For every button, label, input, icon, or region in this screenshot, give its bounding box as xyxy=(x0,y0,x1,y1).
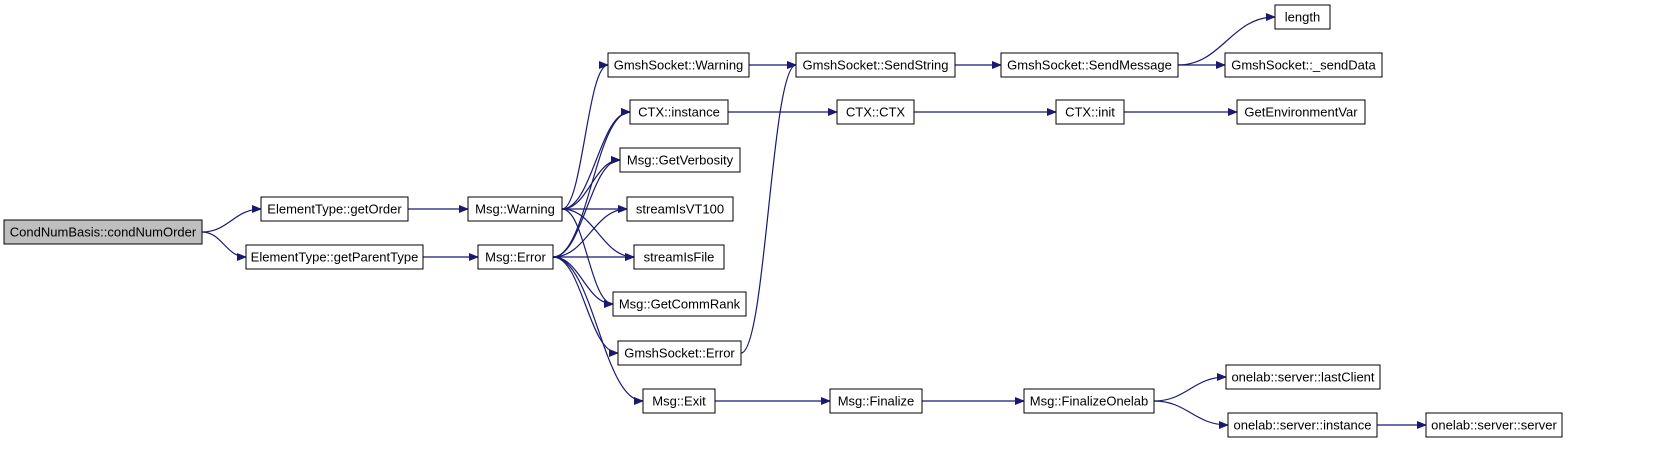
node-box xyxy=(3,219,203,245)
node-box xyxy=(477,244,554,270)
edge-condNumOrder-to-getParentType xyxy=(201,231,247,261)
edges-layer xyxy=(201,13,1427,429)
node-label: onelab::server::instance xyxy=(1233,418,1371,433)
node-box xyxy=(1227,412,1378,438)
node-box xyxy=(633,244,725,270)
edge-condNumOrder-to-getOrder xyxy=(201,205,262,233)
node-gsWarning[interactable]: GmshSocket::Warning xyxy=(607,52,750,78)
node-box xyxy=(1224,52,1383,78)
node-olServer[interactable]: onelab::server::server xyxy=(1425,412,1563,438)
node-box xyxy=(629,99,729,125)
node-ctxInit[interactable]: CTX::init xyxy=(1055,99,1125,125)
node-label: Msg::Exit xyxy=(652,394,706,409)
node-box xyxy=(836,99,915,125)
node-vt100[interactable]: streamIsVT100 xyxy=(626,196,734,222)
node-box xyxy=(795,52,956,78)
edge-msgError-to-vt100 xyxy=(552,205,628,258)
edge-msgError-to-ctxInstance xyxy=(552,108,631,258)
node-box xyxy=(626,196,734,222)
node-box xyxy=(607,52,750,78)
node-label: CTX::CTX xyxy=(846,105,906,120)
node-label: CondNumBasis::condNumOrder xyxy=(10,225,197,240)
node-label: Msg::GetCommRank xyxy=(619,297,741,312)
node-box xyxy=(612,291,747,317)
edge-finalizeOnelab-to-olInstance xyxy=(1153,400,1229,429)
node-olInstance[interactable]: onelab::server::instance xyxy=(1227,412,1378,438)
node-label: Msg::GetVerbosity xyxy=(627,153,734,168)
node-label: Msg::Finalize xyxy=(838,394,915,409)
node-getEnv[interactable]: GetEnvironmentVar xyxy=(1236,99,1366,125)
node-label: CTX::instance xyxy=(638,105,720,120)
node-label: Msg::Warning xyxy=(475,202,555,217)
node-label: GmshSocket::Warning xyxy=(614,58,744,73)
node-isFile[interactable]: streamIsFile xyxy=(633,244,725,270)
node-label: onelab::server::server xyxy=(1431,418,1557,433)
edge-finalizeOnelab-to-lastClient xyxy=(1153,373,1227,402)
node-label: GmshSocket::SendMessage xyxy=(1007,58,1172,73)
node-finalizeOnelab[interactable]: Msg::FinalizeOnelab xyxy=(1023,388,1155,414)
node-label: CTX::init xyxy=(1065,105,1115,120)
node-finalize[interactable]: Msg::Finalize xyxy=(829,388,923,414)
node-label: ElementType::getOrder xyxy=(267,202,402,217)
node-box xyxy=(1055,99,1125,125)
node-getOrder[interactable]: ElementType::getOrder xyxy=(260,196,409,222)
node-box xyxy=(1023,388,1155,414)
edge-msgError-to-msgExit xyxy=(552,256,644,405)
nodes-layer: CondNumBasis::condNumOrderElementType::g… xyxy=(3,4,1563,438)
node-ctxInstance[interactable]: CTX::instance xyxy=(629,99,729,125)
node-label: length xyxy=(1285,10,1320,25)
node-box xyxy=(467,196,563,222)
node-msgExit[interactable]: Msg::Exit xyxy=(642,388,716,414)
edge-gsError-to-sendString xyxy=(740,61,797,354)
node-label: GmshSocket::SendString xyxy=(803,58,949,73)
node-label: Msg::FinalizeOnelab xyxy=(1030,394,1149,409)
node-lastClient[interactable]: onelab::server::lastClient xyxy=(1225,364,1381,390)
node-label: GmshSocket::_sendData xyxy=(1231,58,1376,73)
node-box xyxy=(1000,52,1179,78)
node-box xyxy=(245,244,424,270)
node-box xyxy=(619,147,741,173)
node-box xyxy=(829,388,923,414)
node-getVerbosity[interactable]: Msg::GetVerbosity xyxy=(619,147,741,173)
node-label: Msg::Error xyxy=(485,250,546,265)
node-box xyxy=(1225,364,1381,390)
edge-sendMessage-to-length xyxy=(1177,13,1276,66)
node-ctxCtor[interactable]: CTX::CTX xyxy=(836,99,915,125)
node-box xyxy=(260,196,409,222)
node-length[interactable]: length xyxy=(1274,4,1331,30)
node-label: streamIsFile xyxy=(644,250,715,265)
node-box xyxy=(642,388,716,414)
node-label: GetEnvironmentVar xyxy=(1244,105,1358,120)
node-condNumOrder[interactable]: CondNumBasis::condNumOrder xyxy=(3,219,203,245)
node-commRank[interactable]: Msg::GetCommRank xyxy=(612,291,747,317)
node-msgError[interactable]: Msg::Error xyxy=(477,244,554,270)
node-sendData[interactable]: GmshSocket::_sendData xyxy=(1224,52,1383,78)
node-box xyxy=(1236,99,1366,125)
node-box xyxy=(1274,4,1331,30)
edge-msgWarning-to-isFile xyxy=(561,208,635,261)
node-getParentType[interactable]: ElementType::getParentType xyxy=(245,244,424,270)
node-sendMessage[interactable]: GmshSocket::SendMessage xyxy=(1000,52,1179,78)
node-label: ElementType::getParentType xyxy=(251,250,419,265)
edge-msgError-to-getVerbosity xyxy=(552,156,621,258)
edge-msgWarning-to-gsWarning xyxy=(561,61,609,210)
node-box xyxy=(617,340,742,366)
node-label: streamIsVT100 xyxy=(636,202,724,217)
edge-msgError-to-gsError xyxy=(552,256,619,357)
node-sendString[interactable]: GmshSocket::SendString xyxy=(795,52,956,78)
node-label: onelab::server::lastClient xyxy=(1231,370,1374,385)
node-label: GmshSocket::Error xyxy=(624,346,735,361)
node-gsError[interactable]: GmshSocket::Error xyxy=(617,340,742,366)
node-box xyxy=(1425,412,1563,438)
node-msgWarning[interactable]: Msg::Warning xyxy=(467,196,563,222)
